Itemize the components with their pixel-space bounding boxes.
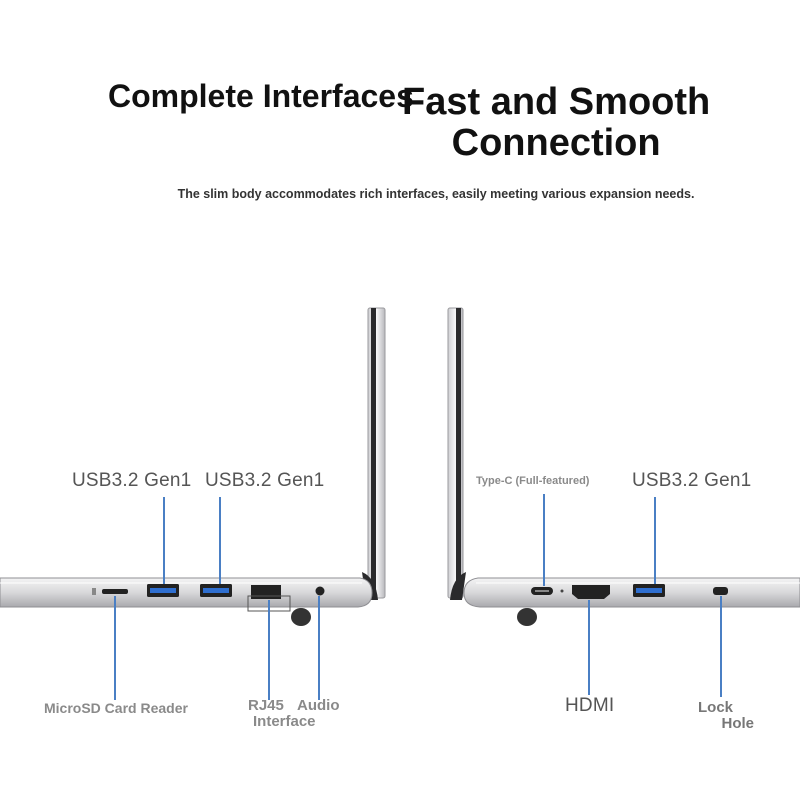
- heading-fast-smooth-line1: Fast and Smooth: [402, 81, 711, 123]
- left-foot: [291, 608, 311, 626]
- label-hdmi: HDMI: [565, 695, 615, 716]
- label-usb-a: USB3.2 Gen1: [72, 470, 192, 491]
- label-rj45: RJ45: [248, 697, 284, 714]
- label-audio-interface: Audio Interface: [253, 698, 353, 730]
- lock-slot: [713, 587, 728, 595]
- rj45-port: [251, 585, 281, 599]
- label-lock-hole: Lock Hole: [698, 700, 754, 732]
- audio-jack: [315, 586, 325, 596]
- right-laptop: [447, 307, 800, 697]
- label-usb-right: USB3.2 Gen1: [632, 470, 752, 491]
- label-lock-line1: Lock: [698, 699, 734, 716]
- heading-fast-smooth: Fast and Smooth Connection: [402, 82, 710, 164]
- microsd-slot: [102, 589, 128, 594]
- label-lock-line2: Hole: [721, 715, 754, 732]
- heading-complete-interfaces: Complete Interfaces: [108, 78, 414, 114]
- label-audio-line1: Audio: [297, 697, 340, 714]
- right-base: [463, 577, 800, 608]
- right-foot: [517, 608, 537, 626]
- left-lid: [367, 307, 386, 599]
- subtitle: The slim body accommodates rich interfac…: [177, 187, 695, 201]
- hdmi-port: [572, 585, 610, 599]
- label-audio-line2: Interface: [253, 713, 316, 730]
- label-usb-b: USB3.2 Gen1: [205, 470, 325, 491]
- label-typec: Type-C (Full-featured): [476, 475, 590, 487]
- left-laptop: [0, 307, 386, 700]
- label-microsd: MicroSD Card Reader: [44, 700, 188, 716]
- heading-fast-smooth-line2: Connection: [451, 122, 661, 164]
